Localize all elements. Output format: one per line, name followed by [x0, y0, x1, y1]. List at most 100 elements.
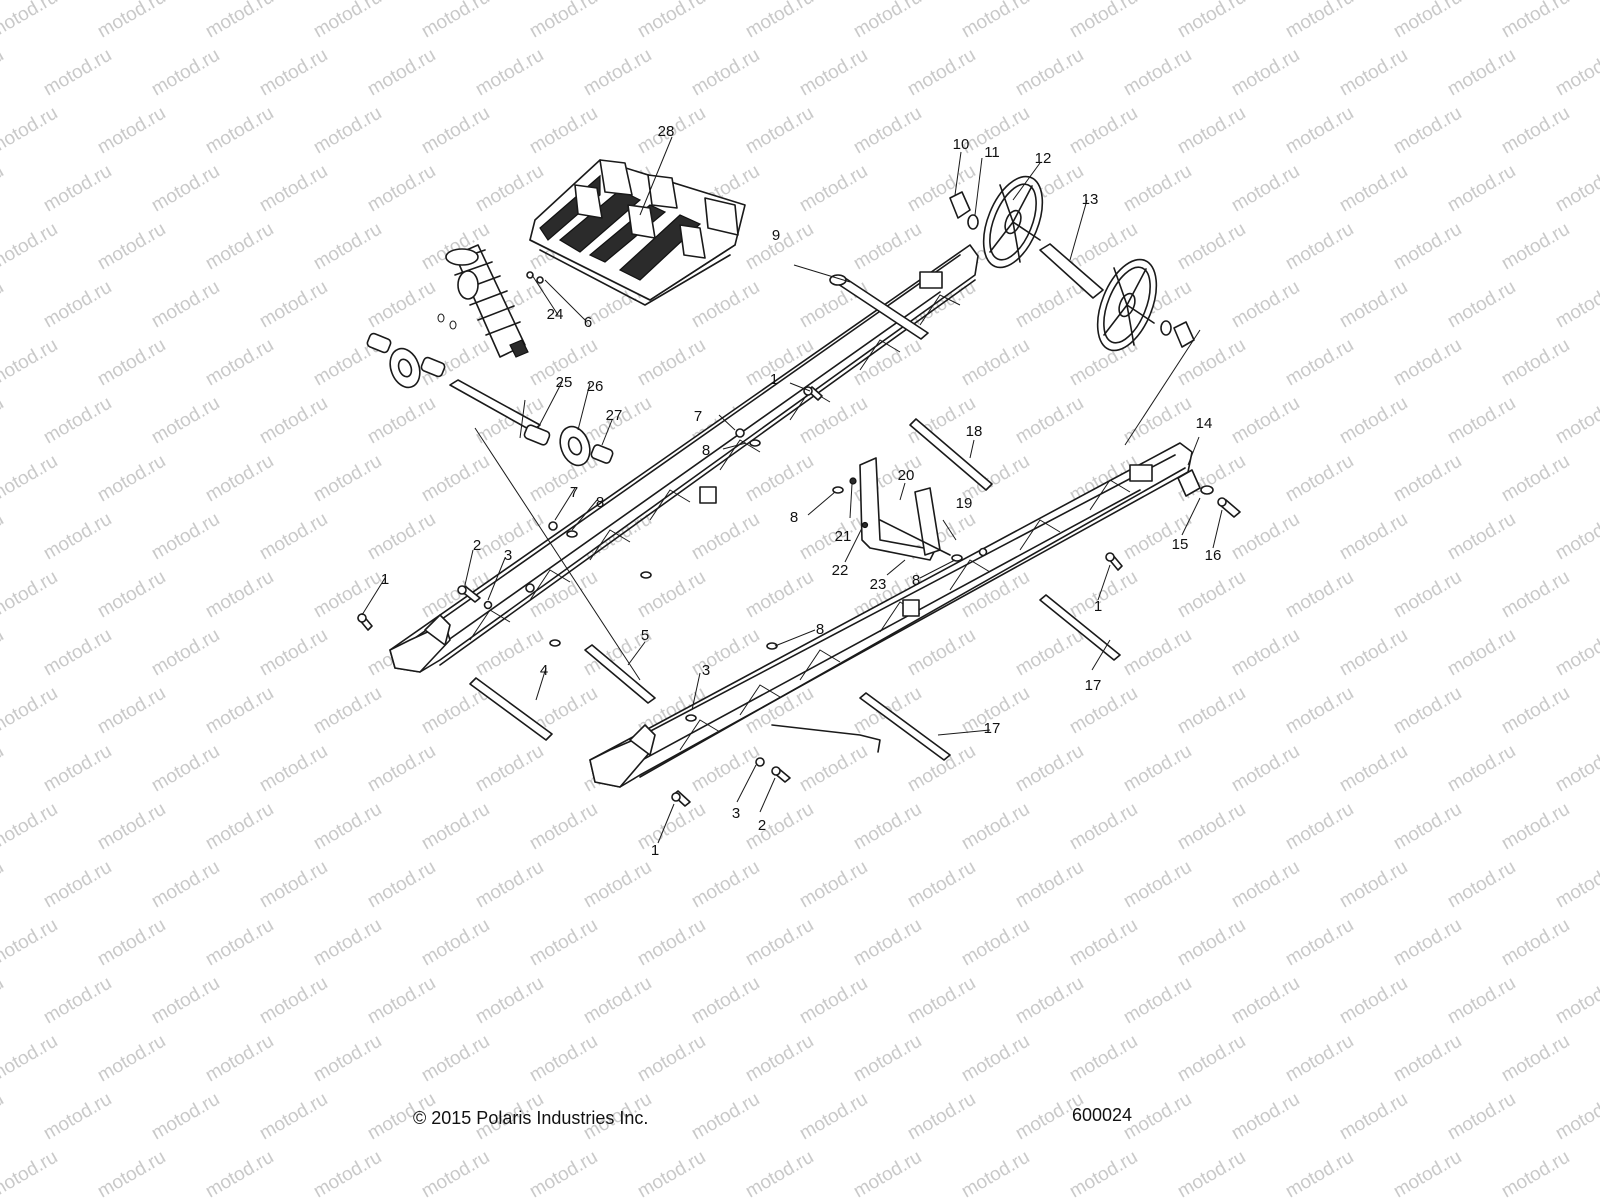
watermark-text: motod.ru — [1552, 161, 1600, 217]
watermark-text: motod.ru — [40, 741, 115, 797]
watermark-text: motod.ru — [0, 393, 7, 449]
watermark-text: motod.ru — [1444, 857, 1519, 913]
watermark-text: motod.ru — [1336, 625, 1411, 681]
watermark-text: motod.ru — [40, 277, 115, 333]
watermark-text: motod.ru — [202, 1031, 277, 1087]
watermark-text: motod.ru — [688, 973, 763, 1029]
watermark-text: motod.ru — [1336, 393, 1411, 449]
watermark-text: motod.ru — [364, 45, 439, 101]
watermark-text: motod.ru — [1066, 103, 1141, 159]
watermark-text: motod.ru — [472, 741, 547, 797]
watermark-text: motod.ru — [1444, 1089, 1519, 1145]
watermark-text: motod.ru — [850, 0, 925, 42]
watermark-text: motod.ru — [1228, 973, 1303, 1029]
watermark-text: motod.ru — [1552, 1089, 1600, 1145]
watermark-text: motod.ru — [40, 625, 115, 681]
watermark-text: motod.ru — [364, 857, 439, 913]
callout-20: 20 — [898, 467, 915, 484]
watermark-text: motod.ru — [742, 1031, 817, 1087]
callout-1: 1 — [651, 842, 659, 859]
watermark-text: motod.ru — [1012, 45, 1087, 101]
watermark-text: motod.ru — [0, 857, 7, 913]
center-bracket — [859, 457, 951, 561]
watermark-text: motod.ru — [796, 973, 871, 1029]
watermark-text: motod.ru — [742, 567, 817, 623]
watermark-text: motod.ru — [1120, 161, 1195, 217]
watermark-text: motod.ru — [0, 277, 7, 333]
watermark-text: motod.ru — [1066, 799, 1141, 855]
callout-8: 8 — [702, 442, 710, 459]
watermark-text: motod.ru — [1336, 509, 1411, 565]
watermark-text: motod.ru — [958, 799, 1033, 855]
watermark-text: motod.ru — [580, 45, 655, 101]
watermark-text: motod.ru — [1282, 451, 1357, 507]
watermark-text: motod.ru — [1390, 103, 1465, 159]
watermark-text: motod.ru — [472, 973, 547, 1029]
watermark-text: motod.ru — [634, 1031, 709, 1087]
watermark-text: motod.ru — [148, 741, 223, 797]
callout-21: 21 — [835, 528, 852, 545]
callout-15: 15 — [1172, 536, 1189, 553]
watermark-text: motod.ru — [94, 1031, 169, 1087]
watermark-text: motod.ru — [202, 103, 277, 159]
leader-lines — [361, 136, 1223, 844]
watermark-text: motod.ru — [148, 1089, 223, 1145]
watermark-text: motod.ru — [0, 973, 7, 1029]
watermark-text: motod.ru — [94, 335, 169, 391]
callout-8: 8 — [596, 494, 604, 511]
watermark-text: motod.ru — [0, 741, 7, 797]
watermark-text: motod.ru — [0, 219, 61, 275]
watermark-text: motod.ru — [1228, 625, 1303, 681]
callout-8: 8 — [790, 509, 798, 526]
watermark-text: motod.ru — [1390, 219, 1465, 275]
watermark-text: motod.ru — [94, 103, 169, 159]
watermark-text: motod.ru — [148, 857, 223, 913]
watermark-text: motod.ru — [94, 0, 169, 42]
watermark-text: motod.ru — [1120, 393, 1195, 449]
watermark-text: motod.ru — [634, 915, 709, 971]
watermark-text: motod.ru — [1498, 915, 1573, 971]
watermark-text: motod.ru — [256, 393, 331, 449]
watermark-text: motod.ru — [904, 1089, 979, 1145]
watermark-text: motod.ru — [94, 799, 169, 855]
hardware — [357, 271, 1241, 807]
watermark-text: motod.ru — [1336, 161, 1411, 217]
watermark-text: motod.ru — [1066, 0, 1141, 42]
watermark-text: motod.ru — [0, 161, 7, 217]
watermark-text: motod.ru — [40, 857, 115, 913]
track-section — [529, 159, 746, 306]
watermark-text: motod.ru — [526, 1031, 601, 1087]
watermark-text: motod.ru — [1174, 915, 1249, 971]
watermark-text: motod.ru — [148, 45, 223, 101]
watermark-text: motod.ru — [1066, 683, 1141, 739]
watermark-text: motod.ru — [1282, 219, 1357, 275]
callout-numbers: 28 9 10 11 12 13 24 6 25 26 27 1 7 8 18 … — [381, 123, 1222, 859]
callout-8: 8 — [816, 621, 824, 638]
watermark-text: motod.ru — [94, 567, 169, 623]
left-slide-rail — [389, 244, 979, 673]
watermark-text: motod.ru — [1390, 915, 1465, 971]
watermark-text: motod.ru — [1498, 799, 1573, 855]
watermark-text: motod.ru — [1228, 45, 1303, 101]
watermark-text: motod.ru — [1336, 277, 1411, 333]
watermark-text: motod.ru — [742, 451, 817, 507]
watermark-text: motod.ru — [742, 0, 817, 42]
watermark-text: motod.ru — [202, 219, 277, 275]
watermark-text: motod.ru — [742, 799, 817, 855]
watermark-text: motod.ru — [742, 915, 817, 971]
watermark-text: motod.ru — [1552, 973, 1600, 1029]
callout-11: 11 — [984, 144, 1000, 161]
watermark-text: motod.ru — [1066, 1147, 1141, 1200]
watermark-text: motod.ru — [202, 567, 277, 623]
watermark-text: motod.ru — [1336, 741, 1411, 797]
watermark-text: motod.ru — [364, 741, 439, 797]
watermark-text: motod.ru — [958, 915, 1033, 971]
watermark-text: motod.ru — [1552, 277, 1600, 333]
watermark-text: motod.ru — [310, 683, 385, 739]
watermark-text: motod.ru — [1282, 0, 1357, 42]
watermark-text: motod.ru — [364, 973, 439, 1029]
watermark-text: motod.ru — [1336, 973, 1411, 1029]
watermark-text: motod.ru — [40, 161, 115, 217]
watermark-text: motod.ru — [1012, 741, 1087, 797]
